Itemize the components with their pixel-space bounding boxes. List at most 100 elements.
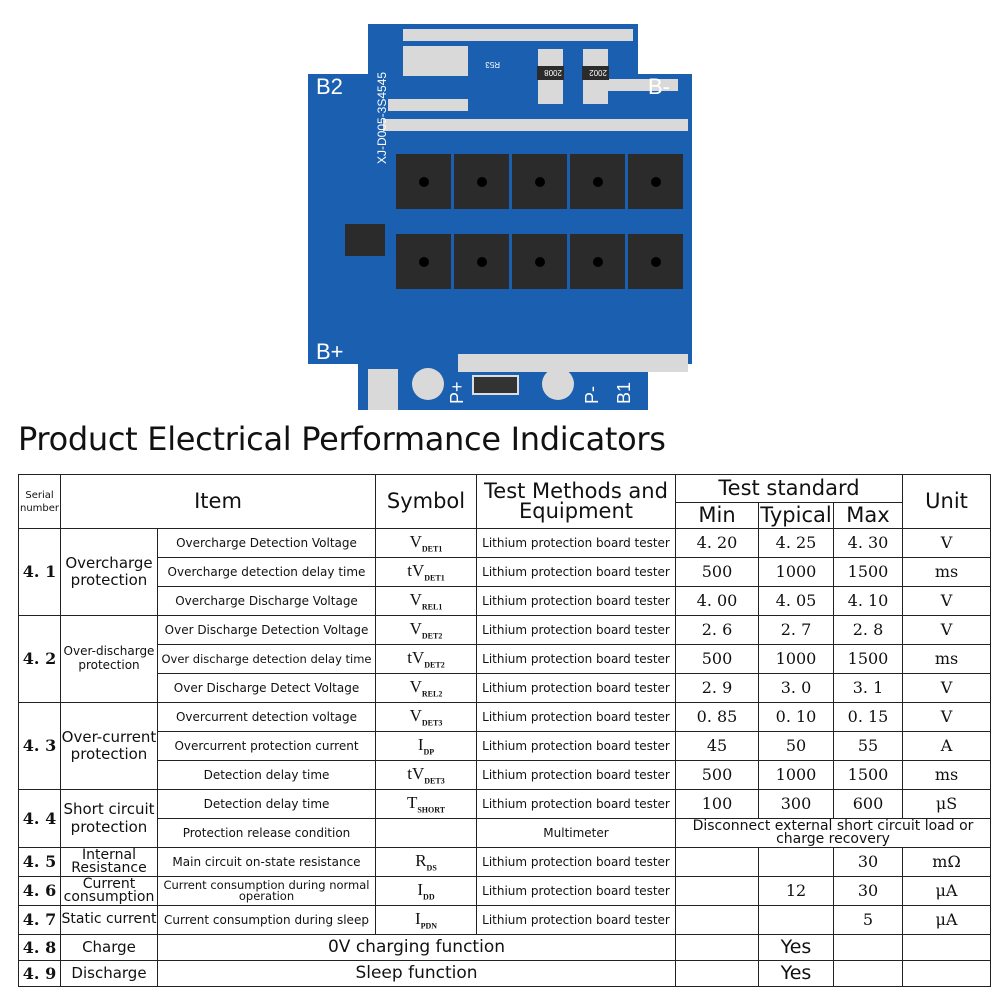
label-p-minus: P- (582, 386, 602, 404)
min-value: 2. 9 (675, 673, 759, 703)
unit-value: V (902, 702, 992, 732)
test-method: Lithium protection board tester (476, 731, 676, 761)
typical-value: 0. 10 (758, 702, 834, 732)
symbol-subscript: DS (426, 863, 437, 873)
symbol: tVDET2 (375, 644, 477, 674)
symbol-subscript: DET1 (421, 544, 443, 554)
serial-number: 4. 6 (18, 876, 61, 906)
header-min: Min (675, 502, 759, 529)
symbol-subscript: DET1 (424, 573, 445, 583)
serial-number: 4. 5 (18, 847, 61, 877)
max-value (832, 960, 904, 987)
unit-value: V (902, 586, 992, 616)
page-title: Product Electrical Performance Indicator… (18, 420, 666, 458)
min-value (675, 847, 759, 877)
unit-value: μA (902, 905, 992, 935)
typical-value: 300 (758, 789, 834, 819)
serial-number: 4. 3 (18, 702, 61, 790)
merged-standard: Disconnect external short circuit load o… (674, 818, 992, 848)
item-name: Current consumption during normal operat… (157, 876, 376, 906)
label-b-plus: B+ (316, 339, 344, 364)
symbol-subscript: PDN (420, 921, 438, 931)
test-method: Lithium protection board tester (476, 760, 676, 790)
protection-board-photo: B2 B- B+ P+ P- B1 XJ-D005-3S4545 R53 200… (308, 24, 692, 410)
unit-value: V (902, 528, 992, 558)
unit-value (902, 960, 992, 987)
unit-value: μS (902, 789, 992, 819)
header-max: Max (832, 502, 904, 529)
max-value: 5 (832, 905, 904, 935)
item-name: Overcurrent detection voltage (157, 702, 376, 732)
min-value (675, 934, 759, 961)
label-r53: R53 (485, 60, 500, 69)
typical-value: Yes (758, 960, 834, 987)
max-value (832, 934, 904, 961)
test-method: Lithium protection board tester (476, 673, 676, 703)
serial-number: 4. 1 (18, 528, 61, 616)
symbol-main: V (409, 705, 422, 725)
symbol-subscript: DD (423, 892, 435, 902)
header-test-standard: Test standard (674, 474, 904, 503)
symbol: tVDET1 (375, 557, 477, 587)
symbol-subscript: DET2 (421, 631, 443, 641)
symbol-main: V (409, 676, 422, 696)
label-resistor-1: 2008 (544, 68, 562, 77)
symbol-main: T (406, 792, 418, 812)
item-name: Current consumption during sleep (157, 905, 376, 935)
min-value: 4. 00 (675, 586, 759, 616)
symbol-subscript: DET3 (424, 776, 445, 786)
symbol-subscript: DP (423, 747, 435, 757)
test-method: Lithium protection board tester (476, 615, 676, 645)
test-method: Lithium protection board tester (476, 557, 676, 587)
min-value (675, 960, 759, 987)
header-typical: Typical (758, 502, 834, 529)
label-b-minus: B- (648, 74, 670, 99)
symbol: VDET3 (375, 702, 477, 732)
header-method: Test Methods and Equipment (476, 474, 676, 529)
max-value: 30 (832, 847, 904, 877)
max-value: 30 (832, 876, 904, 906)
typical-value: 12 (758, 876, 834, 906)
max-value: 2. 8 (832, 615, 904, 645)
test-method: Lithium protection board tester (476, 702, 676, 732)
unit-value (902, 934, 992, 961)
function-description: Sleep function (157, 960, 676, 987)
serial-number: 4. 2 (18, 615, 61, 703)
test-method: Lithium protection board tester (476, 586, 676, 616)
min-value: 500 (675, 760, 759, 790)
symbol-subscript: REL1 (421, 602, 443, 612)
symbol: TSHORT (375, 789, 477, 819)
typical-value (758, 905, 834, 935)
typical-value: 4. 25 (758, 528, 834, 558)
max-value: 0. 15 (832, 702, 904, 732)
symbol-main: tV (407, 560, 425, 580)
label-resistor-2: 2002 (589, 68, 607, 77)
item-name: Overcurrent protection current (157, 731, 376, 761)
min-value: 500 (675, 557, 759, 587)
unit-value: ms (902, 644, 992, 674)
symbol: RDS (375, 847, 477, 877)
header-item: Item (60, 474, 376, 529)
item-name: Over discharge detection delay time (157, 644, 376, 674)
max-value: 4. 30 (832, 528, 904, 558)
label-model: XJ-D005-3S4545 (375, 72, 389, 164)
symbol-main: V (409, 589, 422, 609)
label-b2: B2 (316, 74, 343, 99)
min-value: 4. 20 (675, 528, 759, 558)
symbol: VDET2 (375, 615, 477, 645)
function-description: 0V charging function (157, 934, 676, 961)
symbol: tVDET3 (375, 760, 477, 790)
item-name: Overcharge Discharge Voltage (157, 586, 376, 616)
max-value: 1500 (832, 557, 904, 587)
symbol-main: V (409, 618, 422, 638)
item-group: Charge (60, 934, 158, 961)
